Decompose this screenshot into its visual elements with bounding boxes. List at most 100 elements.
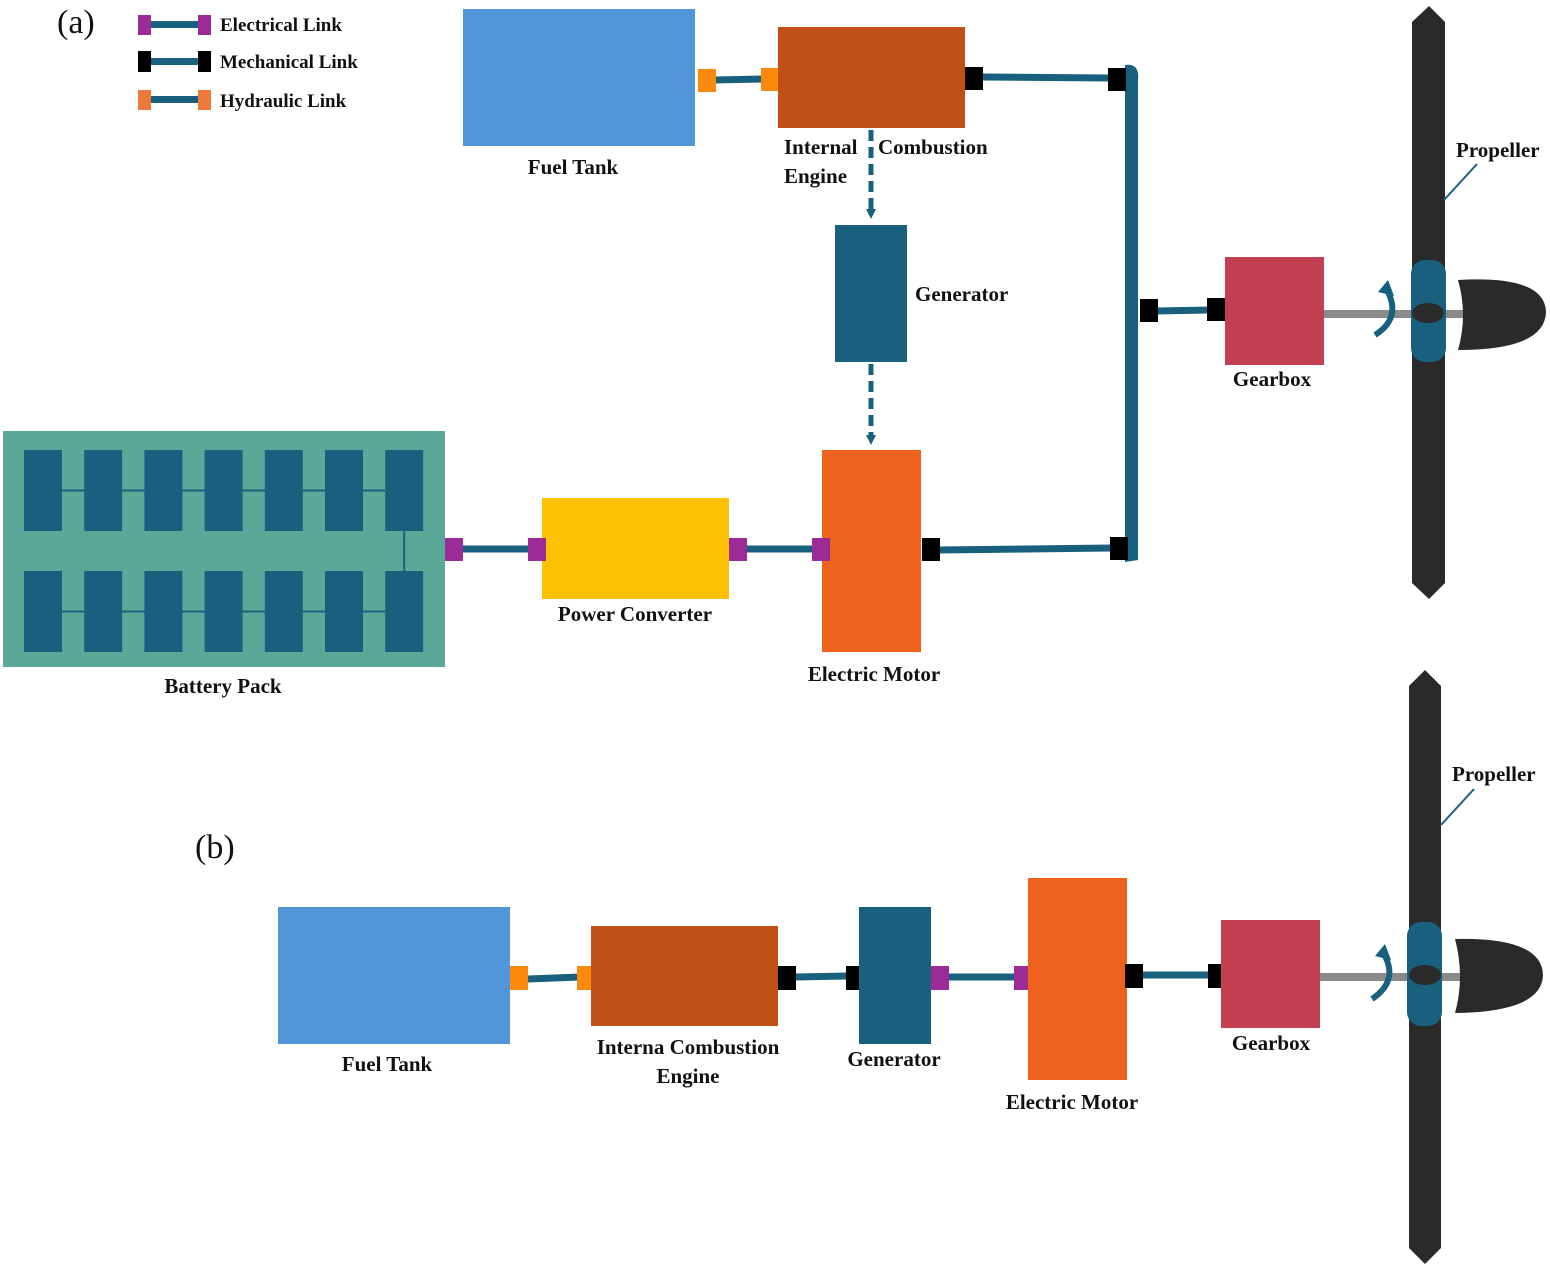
legend-label-mechanical: Mechanical Link bbox=[220, 52, 358, 73]
mechanical-port bbox=[1207, 298, 1225, 321]
hydraulic-port-icon bbox=[198, 90, 211, 110]
fuel-tank-a: Fuel Tank bbox=[463, 9, 695, 179]
propeller-leader-line bbox=[1440, 788, 1475, 826]
panel-a-tag: (a) bbox=[57, 4, 95, 41]
electrical-port bbox=[729, 538, 747, 561]
legend: Electrical Link Mechanical Link Hydrauli… bbox=[138, 15, 358, 112]
rotation-arrowhead-icon bbox=[1375, 944, 1391, 960]
ice-label-line1: Internal bbox=[784, 135, 858, 159]
spinner-cone bbox=[1458, 279, 1546, 350]
generator-block bbox=[835, 225, 907, 362]
hydraulic-link bbox=[713, 75, 765, 84]
legend-item-hydraulic: Hydraulic Link bbox=[138, 90, 347, 112]
gearbox-label: Gearbox bbox=[1233, 367, 1312, 391]
hydraulic-port bbox=[577, 966, 595, 990]
generator-block bbox=[859, 907, 931, 1044]
hydraulic-port bbox=[761, 68, 779, 91]
mechanical-link-icon bbox=[145, 58, 205, 65]
electrical-port-icon bbox=[198, 15, 211, 35]
battery-cell bbox=[84, 571, 123, 652]
battery-cell bbox=[325, 450, 363, 531]
gearbox-a: Gearbox bbox=[1225, 257, 1324, 391]
electric-motor-label: Electric Motor bbox=[1006, 1090, 1138, 1114]
mechanical-port bbox=[922, 538, 940, 561]
generator-a: Generator bbox=[835, 225, 1008, 362]
mechanical-port-icon bbox=[198, 51, 211, 72]
mechanical-link bbox=[937, 544, 1113, 554]
battery-cell bbox=[325, 571, 363, 652]
mechanical-port bbox=[1110, 537, 1128, 560]
battery-cell bbox=[84, 450, 123, 531]
electric-motor-b: Electric Motor bbox=[1006, 878, 1138, 1114]
battery-cell bbox=[385, 571, 424, 652]
generator-b: Generator bbox=[847, 907, 941, 1071]
mechanical-port-icon bbox=[138, 51, 151, 72]
mechanical-port bbox=[1140, 299, 1158, 322]
power-converter-label: Power Converter bbox=[558, 602, 712, 626]
ice-block bbox=[778, 27, 965, 128]
legend-label-electrical: Electrical Link bbox=[220, 15, 342, 36]
hydraulic-port-icon bbox=[138, 90, 151, 110]
battery-cell bbox=[204, 571, 243, 652]
generator-label: Generator bbox=[847, 1047, 940, 1071]
mechanical-link bbox=[794, 972, 849, 981]
fuel-tank-b: Fuel Tank bbox=[278, 907, 510, 1076]
power-converter: Power Converter bbox=[542, 498, 729, 626]
ice-label-line1b: Combustion bbox=[878, 135, 988, 159]
propeller-leader-line bbox=[1443, 163, 1478, 201]
gearbox-block bbox=[1225, 257, 1324, 365]
electric-motor-block bbox=[822, 450, 921, 652]
fuel-tank-block bbox=[278, 907, 510, 1044]
electrical-port bbox=[1014, 966, 1032, 990]
electric-motor-a: Electric Motor bbox=[808, 450, 940, 686]
fuel-tank-label: Fuel Tank bbox=[528, 155, 619, 179]
generator-label: Generator bbox=[915, 282, 1008, 306]
electrical-link-icon bbox=[145, 21, 205, 28]
hydraulic-port bbox=[510, 966, 528, 990]
legend-label-hydraulic: Hydraulic Link bbox=[220, 91, 347, 112]
spinner-cone bbox=[1455, 938, 1543, 1013]
mechanical-port bbox=[778, 966, 796, 990]
electrical-port bbox=[528, 538, 546, 561]
ice-label-line2: Engine bbox=[784, 164, 847, 188]
gearbox-block bbox=[1221, 920, 1320, 1028]
internal-combustion-engine-a: Internal Combustion Engine bbox=[778, 27, 988, 188]
hub-center bbox=[1412, 303, 1444, 323]
fuel-tank-block bbox=[463, 9, 695, 146]
mechanical-port bbox=[1108, 68, 1126, 91]
hydraulic-link-icon bbox=[145, 96, 205, 103]
propeller-b: Propeller bbox=[1370, 670, 1543, 1264]
legend-item-mechanical: Mechanical Link bbox=[138, 51, 358, 73]
electrical-port bbox=[445, 538, 463, 561]
battery-cell bbox=[144, 571, 183, 652]
electrical-port bbox=[931, 966, 949, 990]
electric-motor-label: Electric Motor bbox=[808, 662, 940, 686]
gearbox-b: Gearbox bbox=[1221, 920, 1320, 1055]
battery-cell bbox=[264, 571, 303, 652]
ice-label-line2: Engine bbox=[656, 1064, 719, 1088]
ice-block bbox=[591, 926, 778, 1026]
hub-center bbox=[1409, 965, 1441, 985]
battery-pack: Battery Pack bbox=[3, 431, 445, 698]
electrical-port-icon bbox=[138, 15, 151, 35]
propeller-label: Propeller bbox=[1452, 762, 1536, 786]
electrical-port bbox=[812, 538, 830, 561]
battery-pack-label: Battery Pack bbox=[164, 674, 282, 698]
power-converter-block bbox=[542, 498, 729, 599]
propeller-a: Propeller bbox=[1373, 6, 1546, 599]
battery-cell bbox=[385, 450, 424, 531]
battery-cells bbox=[24, 450, 424, 652]
mechanical-port bbox=[965, 67, 983, 90]
hydraulic-port bbox=[698, 69, 716, 92]
panel-b-tag: (b) bbox=[195, 829, 235, 866]
mechanical-link bbox=[981, 73, 1111, 82]
gearbox-label: Gearbox bbox=[1232, 1031, 1311, 1055]
mechanical-port bbox=[1125, 964, 1143, 988]
hydraulic-link bbox=[527, 973, 581, 983]
battery-cell bbox=[24, 450, 62, 531]
internal-combustion-engine-b: Interna Combustion Engine bbox=[591, 926, 780, 1088]
ice-label-line1: Interna Combustion bbox=[597, 1035, 780, 1059]
propeller-label: Propeller bbox=[1456, 138, 1540, 162]
electric-motor-block bbox=[1028, 878, 1127, 1080]
mechanical-link bbox=[1155, 306, 1211, 315]
